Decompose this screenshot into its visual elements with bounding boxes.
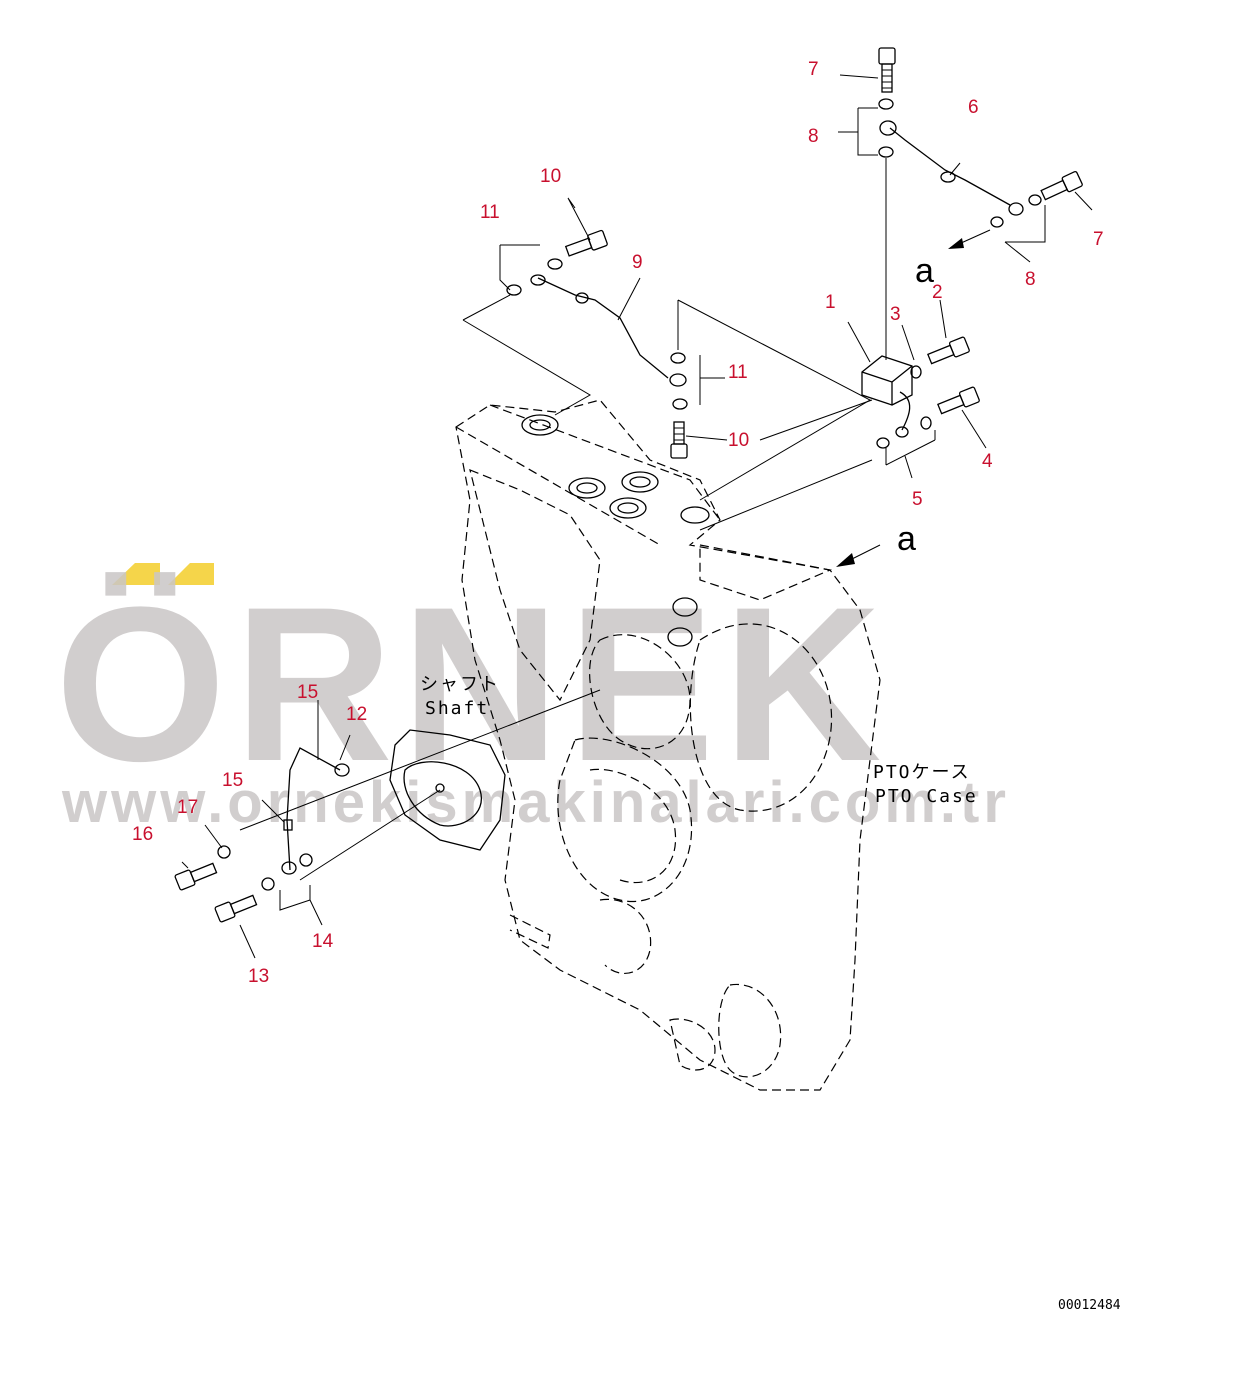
callout-10-mid: 10 — [728, 430, 749, 451]
oil-pipe-9 — [506, 258, 688, 410]
callout-13: 13 — [248, 966, 269, 987]
callout-11-top: 11 — [480, 202, 500, 223]
block-1 — [861, 355, 932, 449]
callout-11-mid: 11 — [728, 362, 748, 383]
callout-16: 16 — [132, 824, 153, 845]
plain-labels: a a シャフト Shaft PTOケース PTO Case 00012484 — [420, 252, 1121, 1313]
drawing-number: 00012484 — [1058, 1298, 1121, 1313]
callout-3: 3 — [890, 304, 901, 325]
callout-5: 5 — [912, 489, 923, 510]
bolt-7-right — [1040, 170, 1083, 201]
watermark-url: www.ornekismakinalari.com.tr — [61, 770, 1010, 835]
bolt-16 — [174, 862, 218, 891]
callout-2: 2 — [932, 282, 943, 303]
callout-4: 4 — [982, 451, 993, 472]
watermark-accent-right — [168, 563, 214, 585]
part-callouts: 7 6 8 10 11 9 7 8 1 3 2 11 10 4 5 15 12 … — [132, 59, 1104, 987]
bolt-10-top — [564, 229, 608, 257]
callout-14: 14 — [312, 931, 334, 952]
callout-8-right: 8 — [1025, 269, 1036, 290]
callout-12: 12 — [346, 704, 367, 725]
view-a-label-top: a — [915, 252, 934, 290]
shaft-label-jp: シャフト — [420, 674, 500, 695]
callout-7-top: 7 — [808, 59, 819, 80]
callout-8-top: 8 — [808, 126, 819, 147]
callout-6: 6 — [968, 97, 979, 118]
callout-15-top: 15 — [297, 682, 318, 703]
callout-7-right: 7 — [1093, 229, 1104, 250]
view-arrows — [836, 229, 991, 567]
bolt-4 — [937, 386, 980, 415]
oil-pipe-6 — [878, 98, 1042, 228]
callout-1: 1 — [825, 292, 836, 313]
shaft-cover-plate — [389, 729, 506, 851]
bolt-10-bottom — [670, 421, 688, 459]
view-a-label-mid: a — [897, 520, 916, 558]
oil-pipe-15 — [217, 747, 350, 891]
watermark: ÖRNEK www.ornekismakinalari.com.tr — [55, 561, 1010, 835]
callout-15-left: 15 — [222, 770, 243, 791]
leader-lines — [181, 74, 1093, 959]
pto-case-housing — [455, 399, 881, 1091]
pto-case-label-jp: PTOケース — [873, 762, 971, 783]
callout-10-top: 10 — [540, 166, 561, 187]
shaft-label-en: Shaft — [425, 698, 489, 719]
watermark-accent-left — [112, 563, 160, 585]
bolt-13 — [214, 894, 258, 923]
callout-9: 9 — [632, 252, 643, 273]
watermark-brand: ÖRNEK — [55, 561, 890, 807]
callout-17: 17 — [177, 797, 198, 818]
bolt-7-top — [878, 47, 896, 93]
pto-case-label-en: PTO Case — [875, 786, 978, 807]
bolt-2 — [927, 336, 970, 365]
bolts — [174, 47, 1083, 923]
